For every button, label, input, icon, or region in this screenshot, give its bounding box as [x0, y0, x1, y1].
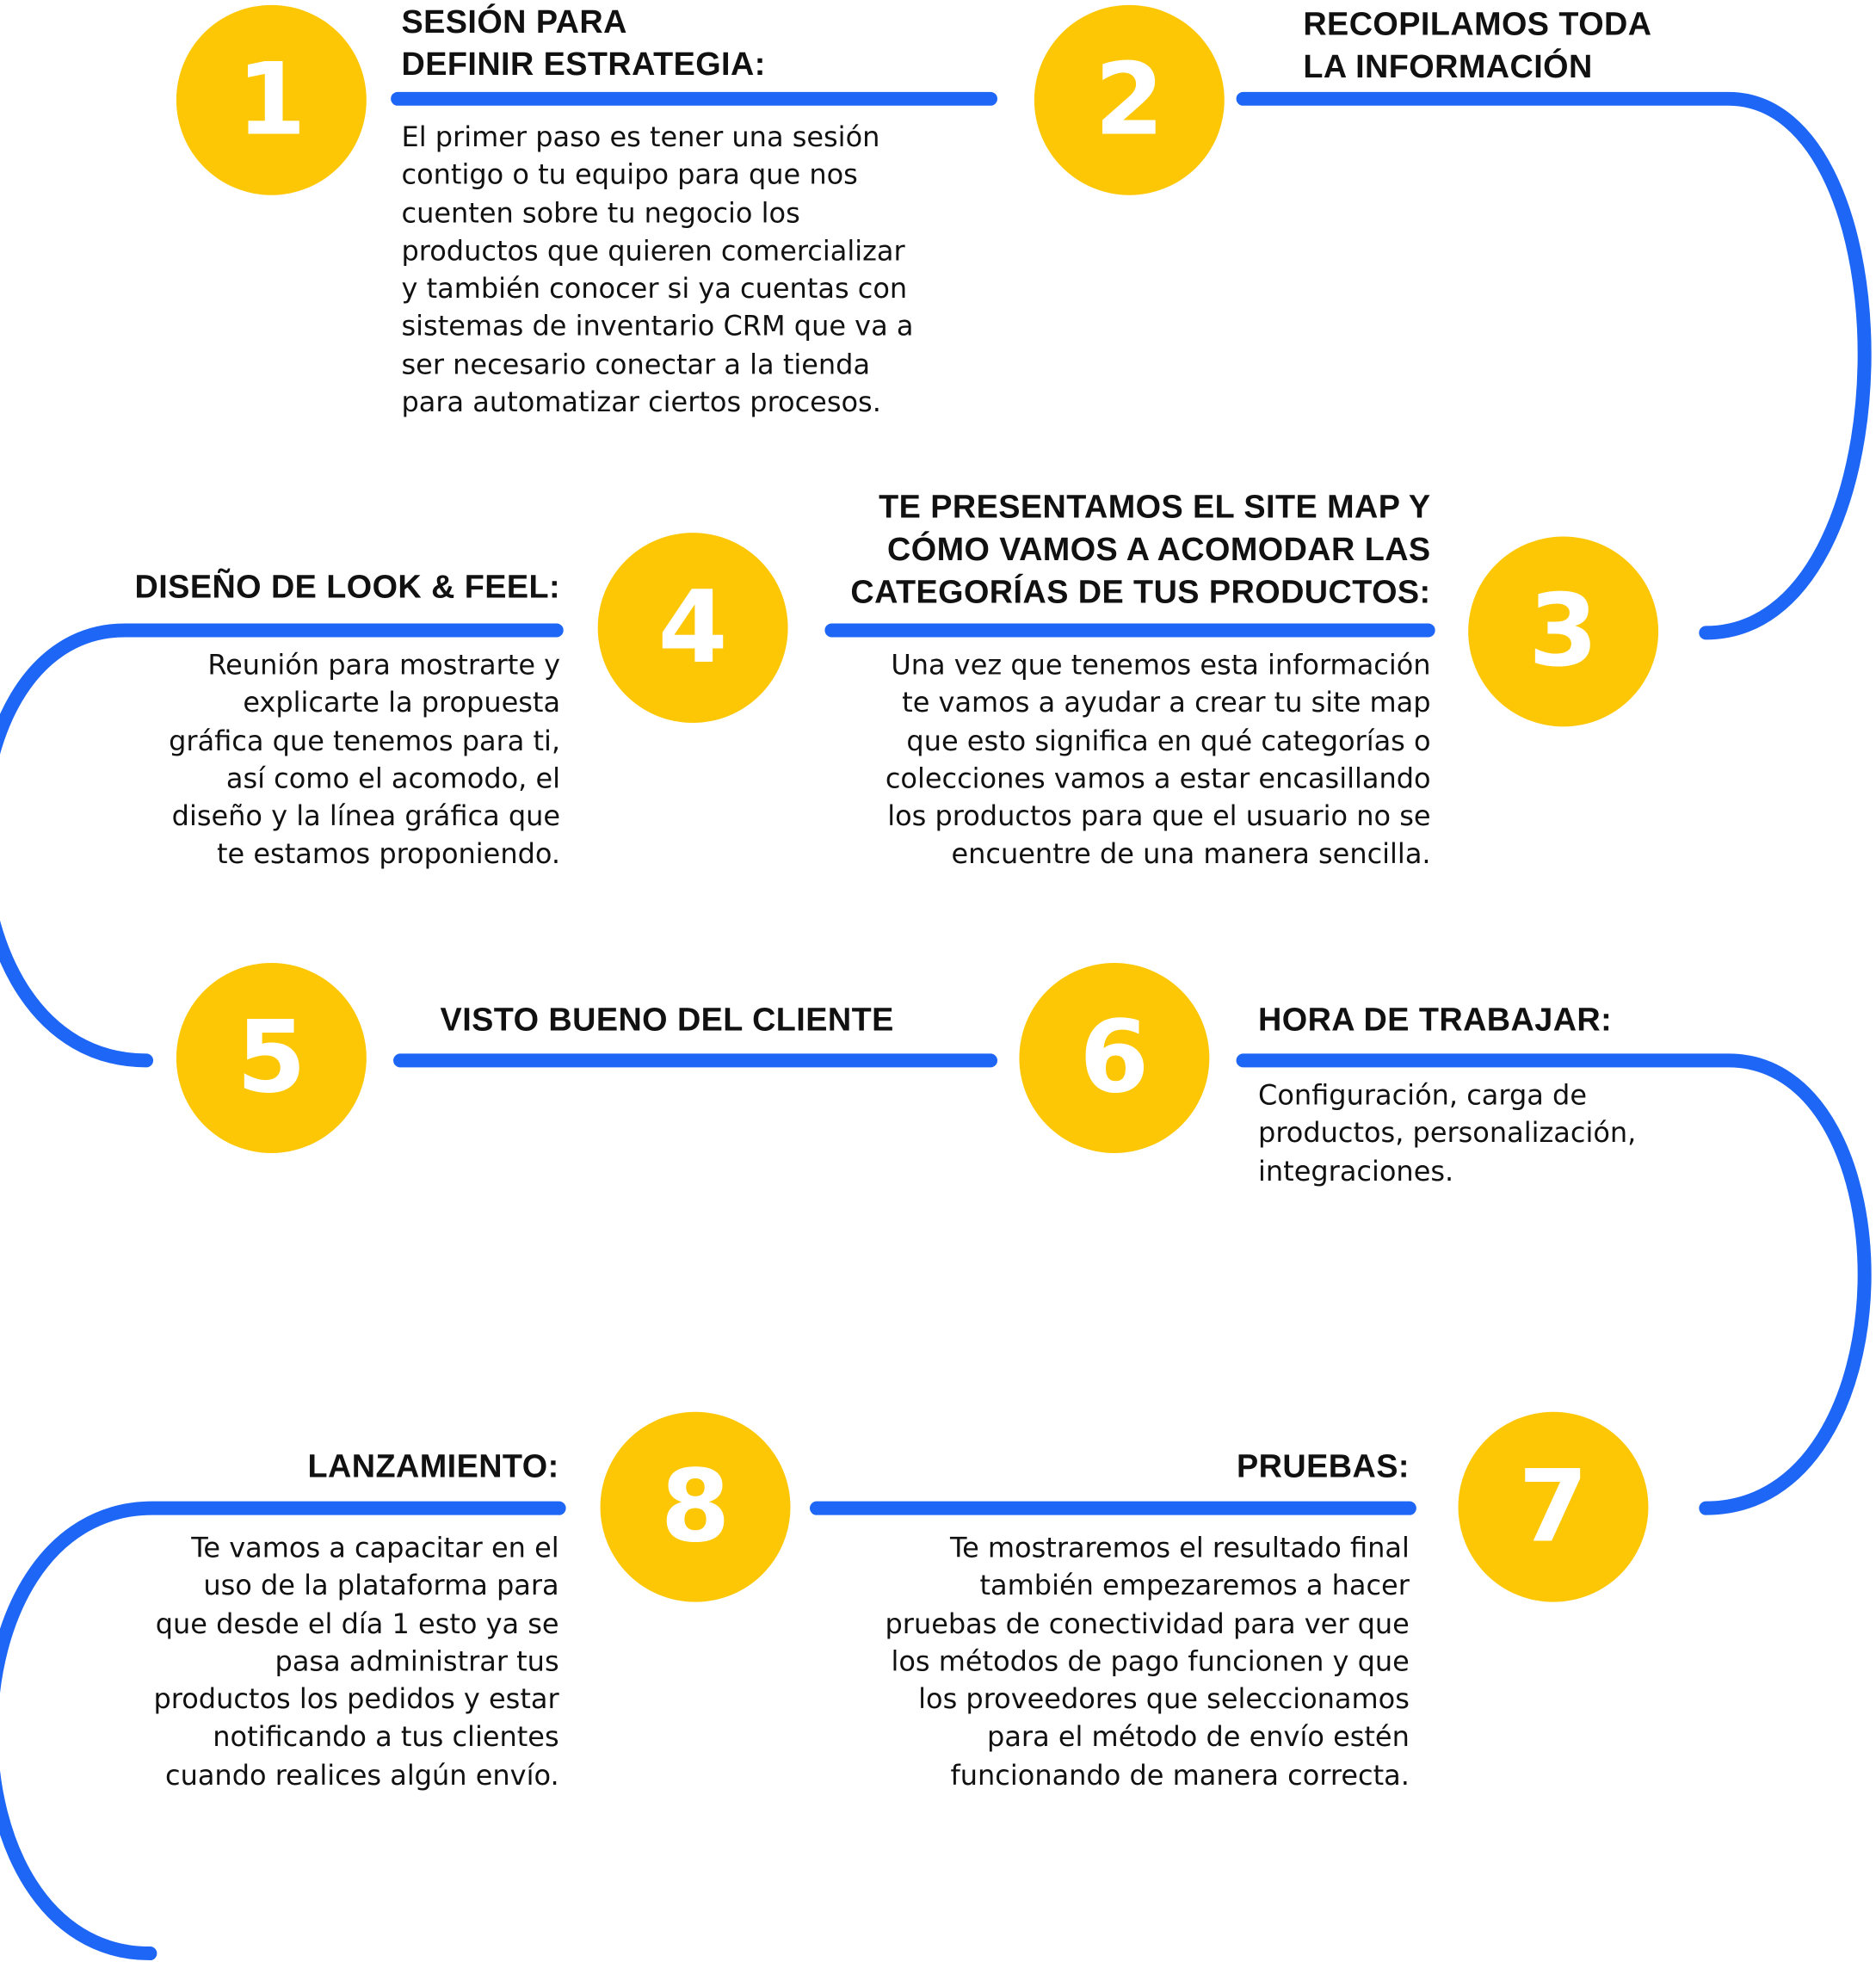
- connector-segment-6-7: [1236, 1053, 1872, 1515]
- connector-segment-8-end: [0, 1501, 566, 1961]
- step-1-title: SESIÓN PARA DEFINIR ESTRATEGIA:: [401, 2, 766, 83]
- step-1-description: El primer paso es tener una sesión conti…: [401, 122, 914, 419]
- step-8-description: Te vamos a capacitar en el uso de la pla…: [153, 1533, 559, 1792]
- step-3-title: TE PRESENTAMOS EL SITE MAP Y CÓMO VAMOS …: [850, 487, 1431, 611]
- step-5-number-badge: 5: [176, 963, 367, 1153]
- step-4-description: Reunión para mostrarte y explicarte la p…: [169, 650, 561, 872]
- step-3-number-badge: 3: [1468, 536, 1659, 727]
- step-4-title: DISEÑO DE LOOK & FEEL:: [134, 567, 561, 606]
- step-2-number-badge: 2: [1034, 4, 1225, 195]
- step-7-description: Te mostraremos el resultado final tambié…: [885, 1533, 1410, 1792]
- connector-segment-4-5: [0, 623, 564, 1068]
- connector-segment-2-3: [1236, 91, 1872, 640]
- step-6-title: HORA DE TRABAJAR:: [1258, 1000, 1613, 1039]
- step-8-number-badge: 8: [600, 1411, 791, 1602]
- step-3-description: Una vez que tenemos esta información te …: [885, 650, 1431, 872]
- step-7-number-badge: 7: [1458, 1411, 1649, 1602]
- step-4-number-badge: 4: [597, 533, 788, 724]
- step-6-number-badge: 6: [1019, 963, 1210, 1153]
- step-2-title: RECOPILAMOS TODA LA INFORMACIÓN: [1303, 4, 1652, 85]
- step-7-title: PRUEBAS:: [1237, 1447, 1410, 1485]
- step-6-description: Configuración, carga de productos, perso…: [1258, 1080, 1637, 1188]
- step-1-number-badge: 1: [176, 4, 367, 195]
- step-5-title: VISTO BUENO DEL CLIENTE: [440, 1000, 894, 1039]
- step-8-title: LANZAMIENTO:: [307, 1447, 559, 1485]
